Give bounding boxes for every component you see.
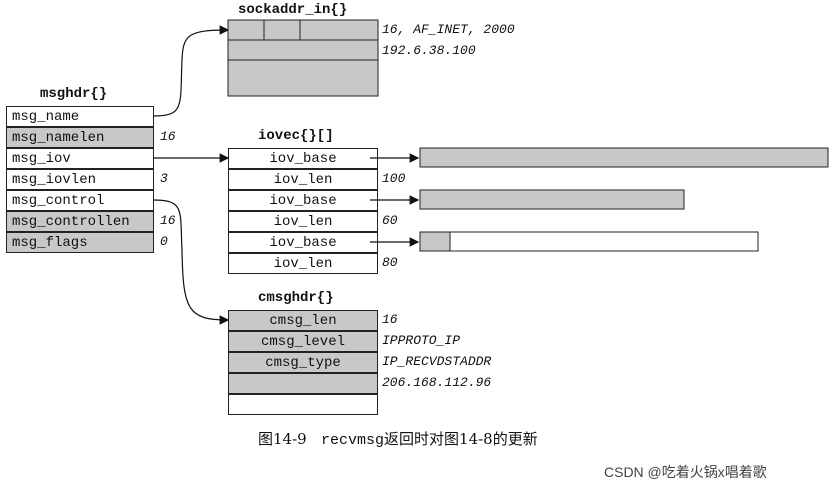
iovec-value-len-3: 80: [382, 255, 398, 270]
msghdr-row-msg-namelen: msg_namelen: [6, 127, 154, 148]
iovec-row-iov-len: iov_len: [228, 211, 378, 232]
caption-code: recvmsg: [321, 432, 385, 449]
iovec-row-iov-base: iov_base: [228, 148, 378, 169]
caption-rest: 返回时对图14-8的更新: [384, 430, 538, 448]
msghdr-value-iovlen: 3: [160, 171, 168, 186]
msghdr-row-msg-name: msg_name: [6, 106, 154, 127]
msghdr-row-msg-iovlen: msg_iovlen: [6, 169, 154, 190]
figure-caption: 图14-9 recvmsg返回时对图14-8的更新: [258, 428, 538, 449]
msghdr-row-msg-iov: msg_iov: [6, 148, 154, 169]
iovec-value-len-2: 60: [382, 213, 398, 228]
watermark-text: CSDN @吃着火锅x唱着歌: [604, 464, 767, 480]
iovec-value-len-1: 100: [382, 171, 406, 186]
caption-fig: 图14-9: [258, 430, 307, 448]
msghdr-value-controllen: 16: [160, 213, 176, 228]
sockaddr-line2: 192.6.38.100: [382, 43, 476, 58]
msghdr-value-flags: 0: [160, 234, 168, 249]
cmsghdr-row-cmsg-type: cmsg_type: [228, 352, 378, 373]
buffer-1: [419, 147, 829, 168]
cmsghdr-row-cmsg-len: cmsg_len: [228, 310, 378, 331]
iovec-row-iov-base: iov_base: [228, 190, 378, 211]
cmsghdr-value-type: IP_RECVDSTADDR: [382, 354, 492, 369]
msghdr-row-msg-flags: msg_flags: [6, 232, 154, 253]
cmsghdr-row-cmsg-level: cmsg_level: [228, 331, 378, 352]
sockaddr-line1: 16, AF_INET, 2000: [382, 22, 515, 37]
iovec-row-iov-len: iov_len: [228, 253, 378, 274]
buffer-3: [419, 231, 759, 252]
msghdr-value-namelen: 16: [160, 129, 176, 144]
iovec-title: iovec{}[]: [258, 128, 334, 144]
buffer-3-filled: [419, 231, 451, 252]
msghdr-title: msghdr{}: [40, 86, 108, 102]
msghdr-row-msg-controllen: msg_controllen: [6, 211, 154, 232]
sockaddr-box: [227, 19, 379, 97]
cmsghdr-value-len: 16: [382, 312, 398, 327]
buffer-2: [419, 189, 685, 210]
msghdr-row-msg-control: msg_control: [6, 190, 154, 211]
cmsghdr-row-padding: [228, 394, 378, 415]
cmsghdr-row-data: [228, 373, 378, 394]
iovec-row-iov-len: iov_len: [228, 169, 378, 190]
cmsghdr-value-level: IPPROTO_IP: [382, 333, 461, 348]
arrow-msg-control: [152, 199, 230, 325]
cmsghdr-value-addr: 206.168.112.96: [382, 375, 492, 390]
iovec-row-iov-base: iov_base: [228, 232, 378, 253]
cmsghdr-title: cmsghdr{}: [258, 290, 334, 306]
sockaddr-title: sockaddr_in{}: [238, 2, 348, 18]
arrow-msg-name: [152, 25, 230, 117]
